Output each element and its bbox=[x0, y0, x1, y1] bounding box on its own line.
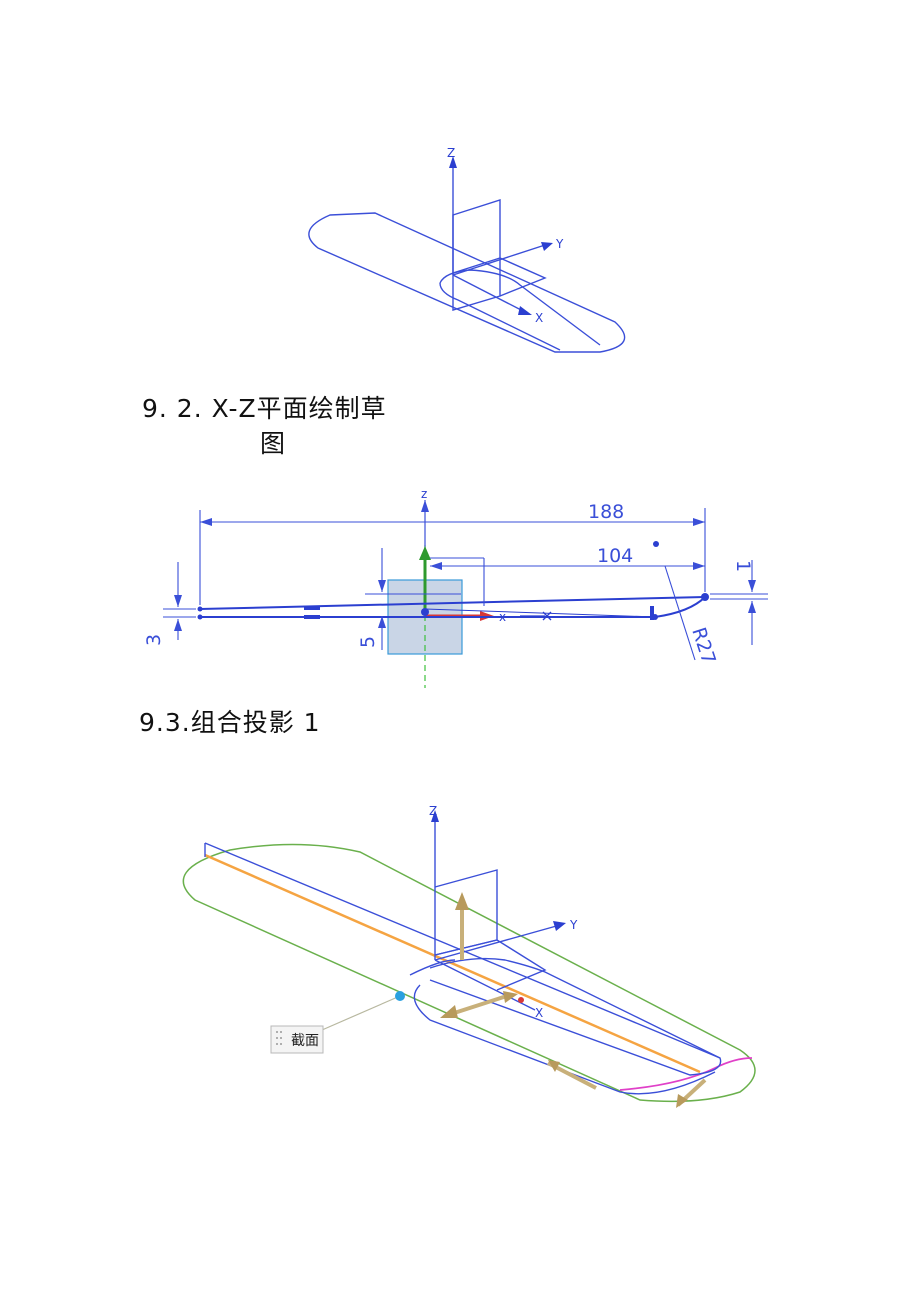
fig2-z-arrow-icon bbox=[421, 500, 429, 512]
fig1-x-arrow-icon bbox=[518, 306, 532, 315]
fig3-green-outline bbox=[182, 843, 756, 1103]
section-heading-9-2: 9. 2. X-Z平面绘制草 bbox=[142, 394, 387, 423]
fig1-y-arrow-icon bbox=[541, 242, 553, 251]
fig3-y-arrow-icon bbox=[553, 921, 566, 931]
fig3-handle-corner-icon bbox=[676, 1094, 688, 1108]
fig3-orange-curve bbox=[204, 853, 701, 1074]
fig3-z-axis-label: Z bbox=[429, 804, 437, 818]
fig3-callout-box bbox=[270, 1025, 324, 1054]
fig3-handle-left-icon bbox=[440, 1005, 458, 1018]
fig1-slot-outline bbox=[308, 212, 626, 353]
figure-3-combined-projection: Z Y X 截面 bbox=[182, 804, 756, 1108]
fig3-callout-point bbox=[395, 991, 405, 1001]
fig2-dim-5: 5 bbox=[357, 636, 379, 648]
fig2-dim-188: 188 bbox=[588, 501, 624, 523]
fig3-callout-label: 截面 bbox=[291, 1033, 319, 1049]
fig1-z-arrow-icon bbox=[449, 156, 457, 168]
fig3-handle-up-icon bbox=[455, 892, 469, 910]
fig2-dim-1: 1 bbox=[732, 560, 754, 572]
fig3-handle-down-icon bbox=[548, 1060, 560, 1072]
fig3-handle-right-icon bbox=[503, 991, 518, 1003]
fig1-z-axis-label: Z bbox=[447, 146, 455, 160]
fig2-z-axis-label: z bbox=[421, 487, 427, 501]
section-heading-9-3: 9.3.组合投影 1 bbox=[139, 708, 321, 737]
fig3-magenta-curve bbox=[619, 1057, 753, 1091]
fig1-y-axis-label: Y bbox=[555, 237, 564, 251]
fig2-dim-3: 3 bbox=[143, 634, 165, 646]
figure-2-xz-sketch: x z bbox=[143, 487, 768, 688]
fig1-x-axis-label: X bbox=[535, 311, 543, 325]
fig2-dim-104: 104 bbox=[597, 545, 633, 567]
figure-1-isometric-sketch: Z Y X bbox=[308, 146, 626, 353]
fig3-z-arrow-icon bbox=[431, 810, 439, 822]
fig2-green-arrow-icon bbox=[419, 546, 431, 560]
section-heading-9-2-cont: 图 bbox=[260, 429, 287, 458]
fig3-datum-plane-xy bbox=[434, 939, 547, 991]
fig1-datum-plane-xy bbox=[452, 257, 547, 297]
fig3-x-axis-label: X bbox=[535, 1006, 543, 1020]
fig3-y-axis-label: Y bbox=[569, 918, 578, 932]
